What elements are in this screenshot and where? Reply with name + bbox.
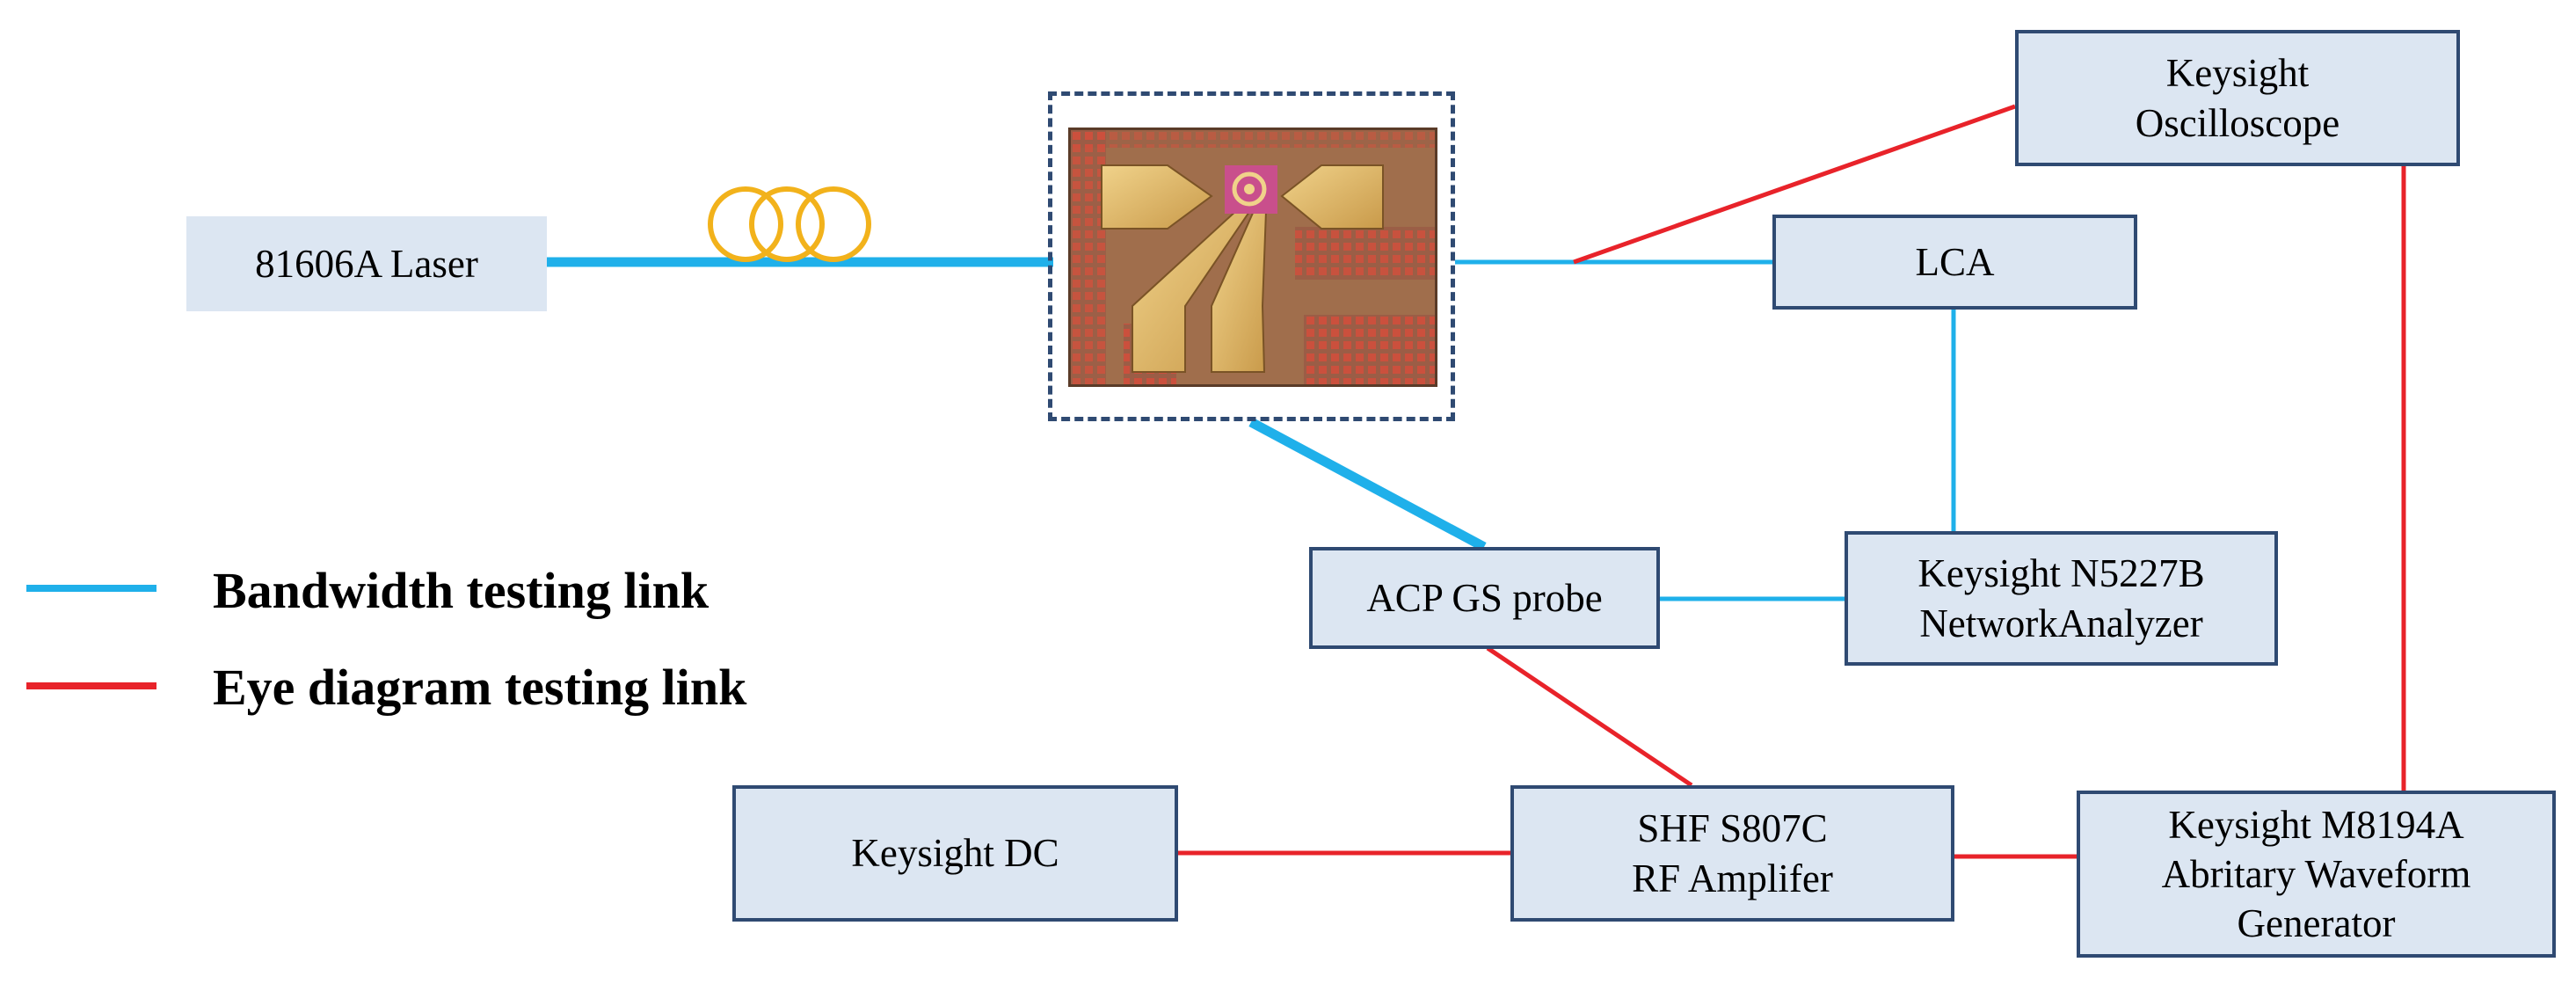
awg-label-line3: Generator	[2237, 901, 2396, 946]
dc-source-label: Keysight DC	[851, 831, 1059, 876]
fiber-coil-icon	[708, 186, 871, 262]
laser-label: 81606A Laser	[255, 241, 478, 286]
device-link-to-oscilloscope	[1573, 104, 2016, 265]
rf-amplifier-box: SHF S807C RF Amplifer	[1510, 785, 1954, 922]
legend-bandwidth-label: Bandwidth testing link	[213, 562, 709, 619]
oscilloscope-box: Keysight Oscilloscope	[2015, 30, 2460, 166]
oscilloscope-label-line2: Oscilloscope	[2135, 100, 2340, 145]
lca-label: LCA	[1915, 239, 1995, 284]
probe-to-amplifier-link	[1486, 645, 1693, 788]
network-analyzer-label-line2: NetworkAnalyzer	[1919, 601, 2203, 645]
probe-label: ACP GS probe	[1366, 575, 1603, 620]
laser-box: 81606A Laser	[186, 216, 547, 311]
awg-box: Keysight M8194A Abritary Waveform Genera…	[2077, 791, 2556, 958]
rf-amplifier-label-line1: SHF S807C	[1637, 806, 1828, 851]
awg-label-line2: Abritary Waveform	[2161, 851, 2471, 896]
legend-eye-swatch	[26, 682, 156, 689]
oscilloscope-label-line1: Keysight	[2165, 51, 2310, 96]
chip-micrograph-icon	[1068, 128, 1437, 387]
rf-amplifier-label-line2: RF Amplifer	[1632, 856, 1833, 900]
dc-source-box: Keysight DC	[732, 785, 1178, 922]
network-analyzer-label-line1: Keysight N5227B	[1917, 551, 2205, 596]
probe-box: ACP GS probe	[1309, 547, 1660, 649]
device-to-probe-link	[1248, 418, 1487, 551]
awg-label-line1: Keysight M8194A	[2168, 802, 2464, 847]
network-analyzer-box: Keysight N5227B NetworkAnalyzer	[1845, 531, 2278, 666]
lca-box: LCA	[1772, 215, 2137, 310]
legend-eye-label: Eye diagram testing link	[213, 659, 747, 716]
device-highlight-frame	[1048, 91, 1455, 421]
legend-bandwidth-swatch	[26, 585, 156, 592]
